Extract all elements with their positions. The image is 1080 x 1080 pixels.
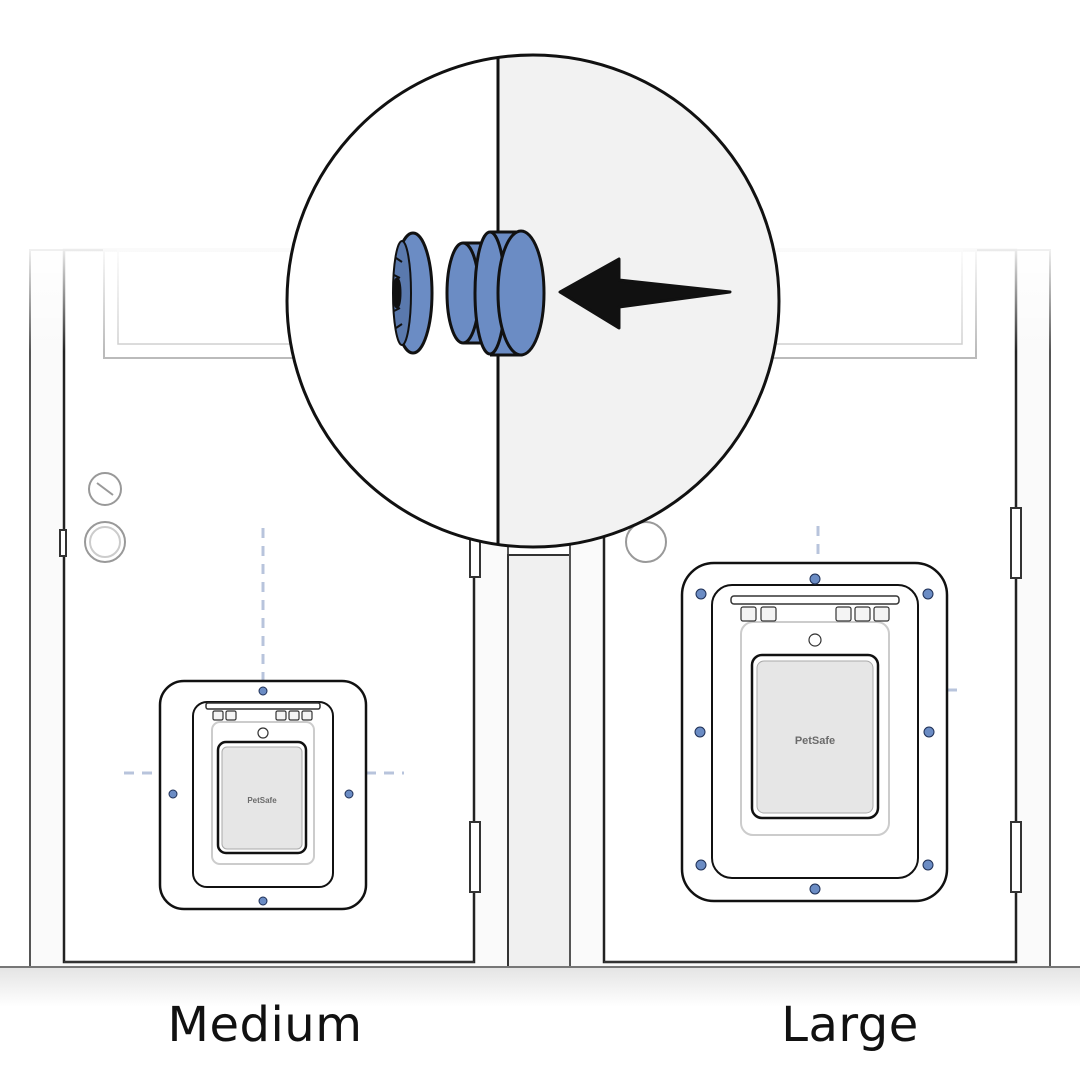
large-size-label: Large (781, 997, 919, 1053)
large-brand-text: PetSafe (795, 735, 835, 747)
bushing-part (445, 229, 546, 357)
medium-control-buttons (212, 710, 313, 721)
medium-pet-door: PetSafe (124, 528, 404, 911)
large-pet-door: PetSafe (680, 526, 960, 903)
large-sensor-icon (808, 633, 822, 647)
large-screws (694, 573, 935, 895)
medium-size-label: Medium (167, 997, 363, 1053)
floor-shadow (0, 967, 1080, 1007)
large-control-buttons (740, 606, 890, 622)
medium-sensor-icon (257, 727, 269, 739)
door-hinges (59, 507, 1022, 893)
large-guide-lines (816, 526, 960, 692)
washer-part (392, 231, 434, 355)
medium-guide-lines (124, 528, 404, 775)
door-knobs (84, 472, 667, 563)
insert-direction-arrow-icon (558, 257, 732, 330)
medium-screws (168, 686, 354, 906)
medium-brand-text: PetSafe (247, 796, 277, 805)
